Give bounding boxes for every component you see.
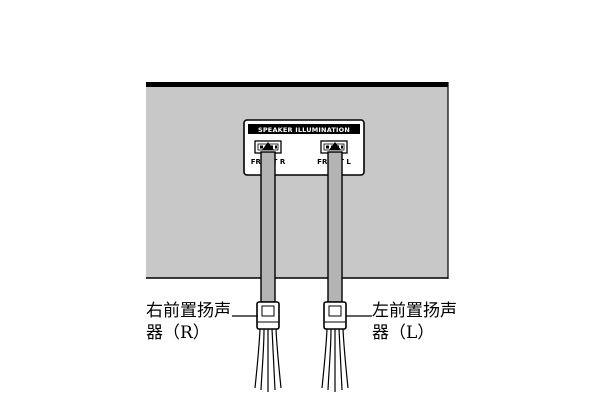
cable-right-wires: [254, 328, 282, 392]
cable-left: [321, 142, 349, 392]
wire: [275, 328, 282, 389]
cable-left-shaft: [327, 151, 343, 303]
panel-title: SPEAKER ILLUMINATION: [258, 126, 350, 134]
wire: [321, 328, 328, 389]
callout-left-line2: 器（L）: [372, 323, 435, 343]
wire: [342, 328, 349, 389]
cable-left-wires: [321, 328, 349, 392]
unit-rear-panel: [146, 82, 449, 279]
jack-front-l-pin-4: [341, 145, 343, 149]
wire: [338, 328, 343, 391]
cable-right: [254, 142, 282, 392]
cable-right-arrow-tip: [262, 142, 274, 150]
callout-right-line1: 右前置扬声: [146, 301, 231, 321]
wire: [254, 328, 261, 389]
panel-title-bar: [248, 124, 360, 134]
unit-top-edge: [146, 82, 448, 87]
wire: [271, 328, 276, 391]
jack-front-r-pin-4: [275, 145, 277, 149]
callout-front-left-speaker: 左前置扬声 器（L）: [372, 300, 457, 344]
wire: [327, 328, 332, 391]
callout-front-right-speaker: 右前置扬声 器（R）: [146, 300, 231, 344]
cable-left-arrow-tip: [329, 142, 341, 150]
cable-right-shaft: [260, 151, 276, 303]
wire: [260, 328, 265, 391]
jack-front-l-pin-1: [326, 145, 329, 149]
jack-front-r-pin-1: [260, 145, 263, 149]
cable-left-connector-latch: [328, 305, 342, 317]
callout-left-line1: 左前置扬声: [372, 301, 457, 321]
callout-right-line2: 器（R）: [146, 323, 210, 343]
unit-body: [146, 84, 448, 278]
cable-right-connector-latch: [261, 305, 275, 317]
